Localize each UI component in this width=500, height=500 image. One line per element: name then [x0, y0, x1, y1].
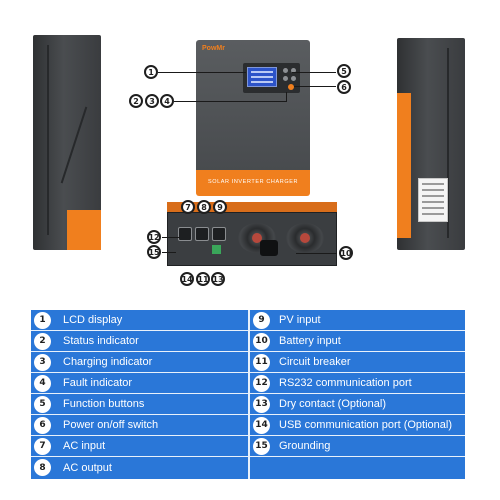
ac-input-port [178, 227, 192, 241]
callout-marker-2: 2 [129, 94, 143, 108]
legend-number: 1 [34, 311, 51, 329]
legend-row: 10 Battery input [250, 331, 465, 352]
legend-number: 6 [34, 416, 51, 434]
fan-hub [252, 233, 262, 243]
ac-output-port [195, 227, 209, 241]
legend-label: LCD display [63, 314, 123, 326]
callout-line [162, 252, 176, 253]
callout-marker-5: 5 [337, 64, 351, 78]
legend-label: RS232 communication port [279, 377, 412, 389]
legend-number: 8 [34, 459, 51, 476]
legend-number: 7 [34, 437, 51, 455]
control-panel [243, 63, 300, 93]
legend-row: 8 AC output [31, 457, 248, 478]
callout-marker-9: 9 [213, 200, 227, 214]
legend-number: 10 [253, 332, 270, 350]
legend-label: AC output [63, 461, 112, 474]
inverter-bottom-view [167, 212, 337, 266]
legend-number: 14 [253, 416, 270, 434]
legend-table: 1 LCD display 2 Status indicator 3 Charging… [31, 310, 465, 479]
callout-marker-6: 6 [337, 80, 351, 94]
callout-marker-4: 4 [160, 94, 174, 108]
legend-row: 7 AC input [31, 436, 248, 457]
product-illustration: SOLAR INVERTER CHARGER PowMr 1 2 3 4 5 6… [33, 35, 465, 286]
legend-row: 12 RS232 communication port [250, 373, 465, 394]
battery-input-socket [260, 240, 278, 256]
function-button [291, 76, 296, 81]
legend-row: 4 Fault indicator [31, 373, 248, 394]
legend-row: 15 Grounding [250, 436, 465, 457]
callout-marker-14: 14 [180, 272, 194, 286]
legend-label: Circuit breaker [279, 356, 351, 368]
legend-label: Power on/off switch [63, 419, 159, 431]
function-button [283, 68, 288, 73]
legend-label: PV input [279, 314, 321, 326]
function-button [283, 76, 288, 81]
callout-marker-12: 12 [147, 230, 161, 244]
orange-side-strip [397, 93, 411, 238]
callout-marker-10: 10 [339, 246, 353, 260]
legend-left-column: 1 LCD display 2 Status indicator 3 Charging… [31, 310, 248, 478]
callout-line [294, 86, 336, 87]
callout-marker-11: 11 [196, 272, 210, 286]
legend-row: 5 Function buttons [31, 394, 248, 415]
legend-number: 9 [253, 311, 270, 329]
legend-number: 13 [253, 395, 270, 413]
callout-marker-3: 3 [145, 94, 159, 108]
callout-marker-13: 13 [211, 272, 225, 286]
orange-side-cap [67, 210, 101, 250]
legend-number: 15 [253, 437, 270, 455]
callout-marker-15: 15 [147, 245, 161, 259]
front-banner-text: SOLAR INVERTER CHARGER [207, 179, 299, 185]
legend-row: 9 PV input [250, 310, 465, 331]
legend-label: AC input [63, 440, 106, 452]
dry-contact-terminal [212, 245, 221, 254]
legend-label: Dry contact (Optional) [279, 398, 386, 410]
legend-empty-cell [250, 457, 465, 478]
legend-row: 1 LCD display [31, 310, 248, 331]
legend-label: USB communication port (Optional) [279, 419, 453, 431]
callout-line [286, 92, 287, 102]
legend-number: 2 [34, 332, 51, 350]
legend-number: 12 [253, 374, 270, 392]
callout-marker-7: 7 [181, 200, 195, 214]
legend-number: 4 [34, 374, 51, 392]
callout-line [174, 101, 286, 102]
function-button [291, 68, 296, 73]
legend-row: 2 Status indicator [31, 331, 248, 352]
brand-logo: PowMr [202, 45, 225, 52]
legend-divider [248, 310, 250, 479]
legend-right-column: 9 PV input 10 Battery input 11 Circuit brea… [250, 310, 465, 478]
fan-hub [300, 233, 310, 243]
legend-row: 3 Charging indicator [31, 352, 248, 373]
callout-line [296, 253, 337, 254]
front-orange-band: SOLAR INVERTER CHARGER [196, 170, 310, 196]
power-button [288, 84, 294, 90]
callout-line [158, 72, 246, 73]
legend-number: 5 [34, 395, 51, 413]
legend-number: 11 [253, 353, 270, 371]
inverter-left-side-view [33, 35, 101, 250]
callout-marker-1: 1 [144, 65, 158, 79]
legend-label: Status indicator [63, 335, 139, 347]
legend-label: Fault indicator [63, 377, 133, 389]
legend-row: 14 USB communication port (Optional) [250, 415, 465, 436]
legend-row: 11 Circuit breaker [250, 352, 465, 373]
callout-marker-8: 8 [197, 200, 211, 214]
legend-row: 6 Power on/off switch [31, 415, 248, 436]
pv-input-port [212, 227, 226, 241]
callout-line [292, 72, 336, 73]
spec-label-sticker [418, 178, 448, 222]
lcd-display [247, 67, 277, 87]
callout-line [162, 237, 180, 238]
legend-label: Charging indicator [63, 356, 153, 368]
legend-label: Battery input [279, 335, 341, 347]
legend-label: Function buttons [63, 398, 145, 410]
legend-row: 13 Dry contact (Optional) [250, 394, 465, 415]
legend-number: 3 [34, 353, 51, 371]
legend-label: Grounding [279, 440, 331, 452]
